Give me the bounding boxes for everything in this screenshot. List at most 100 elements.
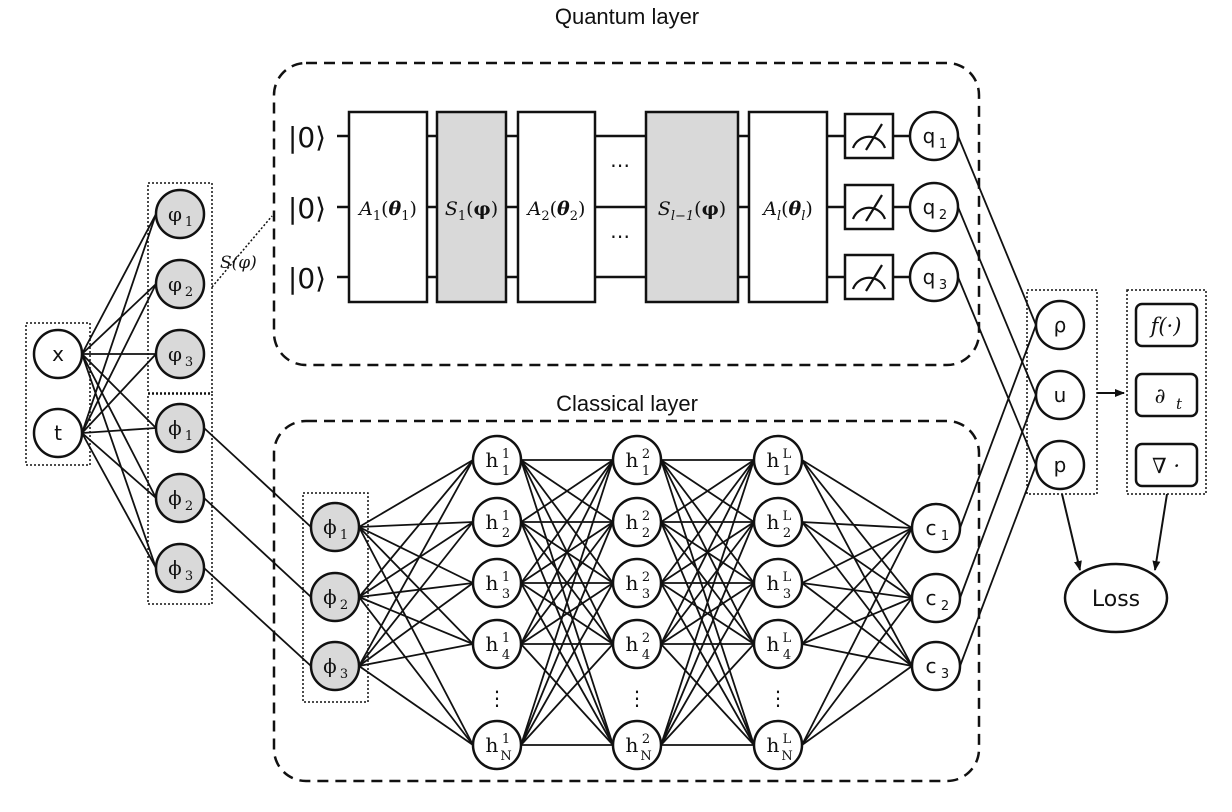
- measurement-icon-3: [843, 253, 895, 301]
- gate-rect: [747, 110, 829, 304]
- quantum-output-node-3-label: q: [923, 265, 936, 289]
- hidden-node-l1-4-label: h: [486, 632, 499, 656]
- hidden-node-l1-N-sup: 1: [502, 732, 510, 747]
- operator-rect: [1134, 442, 1199, 488]
- varphi-node-3-sub: 3: [185, 355, 193, 370]
- operator-label: ∂: [1155, 384, 1166, 408]
- hidden-output-edge: [801, 527, 913, 584]
- hidden-node-l1-1-label: h: [486, 448, 499, 472]
- physical-output-node-3: p: [1034, 439, 1086, 491]
- varphi-node-3-circle: [154, 328, 206, 380]
- hidden-node-lL-N-label: h: [767, 733, 780, 757]
- hidden-node-l2-N-circle: [611, 719, 663, 771]
- classical-input-hidden-edge: [358, 526, 474, 746]
- operator-sub: t: [1176, 395, 1183, 413]
- hidden-node-l2-N-sup: 2: [642, 732, 650, 747]
- hidden-node-lL-1-sup: L: [783, 447, 792, 462]
- hidden-output-edge: [801, 582, 913, 599]
- hidden-output-edge: [801, 459, 913, 529]
- classical-input-hidden-edge: [358, 459, 474, 667]
- gate-S-1: S1(φ): [435, 110, 508, 304]
- measurement-icon-1: [843, 112, 895, 160]
- quantum-output-node-1-circle: [908, 110, 960, 162]
- input-feature-edge: [81, 427, 157, 434]
- gate-label: Sl−1(φ): [658, 198, 726, 224]
- classical-input-node-1-circle: [309, 501, 361, 553]
- hidden-hidden-edge: [660, 459, 755, 523]
- hidden-node-l1-1-sup: 1: [502, 447, 510, 462]
- quantum-output-node-3-sub: 3: [939, 278, 947, 293]
- quantum-layer-box: [272, 61, 981, 367]
- classical-input-hidden-edge: [358, 596, 474, 645]
- input-node-x: x: [32, 328, 84, 380]
- hidden-hidden-edge: [520, 459, 614, 746]
- classical-input-node-2-label: ϕ: [323, 585, 337, 609]
- loss-node: [1063, 562, 1169, 634]
- hidden-hidden-edge: [520, 459, 614, 584]
- operators-to-loss-arrow: [1152, 493, 1168, 571]
- input-feature-edge: [81, 213, 157, 434]
- qubit-init-1: |0⟩: [288, 121, 326, 154]
- hidden-hidden-edge: [660, 459, 755, 584]
- input-feature-edge: [81, 353, 157, 429]
- hidden-node-l1-1-circle: [471, 434, 523, 486]
- quantum-output-node-2-circle: [908, 181, 960, 233]
- loss-label: Loss: [1092, 587, 1140, 612]
- classical-input-hidden-edge: [358, 521, 474, 667]
- hidden-node-lL-1-sub: 1: [783, 464, 791, 479]
- hidden-node-lL-N-circle: [752, 719, 804, 771]
- hidden-node-l2-2-label: h: [626, 510, 639, 534]
- phi-node-3-sub: 3: [185, 569, 193, 584]
- phi-node-2-circle: [154, 472, 206, 524]
- classical-layer-title: Classical layer: [556, 391, 698, 416]
- classical-output-node-1-sub: 1: [941, 529, 949, 544]
- phi-node-3-label: ϕ: [168, 556, 182, 580]
- classical-input-hidden-edge: [358, 582, 474, 598]
- quantum-output-node-1-label: q: [923, 124, 936, 148]
- hidden-output-edge: [801, 521, 913, 667]
- hidden-output-edge: [801, 527, 913, 645]
- hidden-node-l1-2-circle: [471, 496, 523, 548]
- quantum-output-node-2-label: q: [923, 195, 936, 219]
- input-feature-edge: [81, 353, 157, 499]
- hidden-node-l2-3-circle: [611, 557, 663, 609]
- hidden-hidden-edge: [660, 521, 755, 645]
- classical-input-hidden-edge: [358, 521, 474, 528]
- hidden-node-l1-3-label: h: [486, 571, 499, 595]
- input-feature-edge: [81, 353, 157, 569]
- varphi-group-box: [147, 182, 213, 394]
- hidden-node-l1-4-sub: 4: [502, 648, 510, 663]
- input-node-t-label: t: [54, 421, 62, 445]
- classical-to-physical-edge: [959, 394, 1037, 599]
- physical-output-node-2: u: [1034, 369, 1086, 421]
- measurement-icon-2: [843, 183, 895, 231]
- operator-box-2: ∂t: [1134, 372, 1199, 418]
- edges-group: [81, 135, 1037, 746]
- gate-A-2: A2(θ2): [516, 110, 597, 304]
- physical-output-node-1: ρ: [1034, 299, 1086, 351]
- input-feature-edge: [81, 283, 157, 434]
- classical-input-node-2-circle: [309, 571, 361, 623]
- hidden-node-l2-2-sub: 2: [642, 526, 650, 541]
- hidden-hidden-edge: [660, 643, 755, 746]
- quantum-circuit: |0⟩|0⟩|0⟩⋯⋯A1(θ1)S1(φ)A2(θ2)Sl−1(φ)Al(θl…: [288, 110, 960, 304]
- input-node-x-label: x: [52, 342, 64, 366]
- hidden-node-lL-3-circle: [752, 557, 804, 609]
- hidden-node-l2-1-circle: [611, 434, 663, 486]
- hidden-node-l1-2-label: h: [486, 510, 499, 534]
